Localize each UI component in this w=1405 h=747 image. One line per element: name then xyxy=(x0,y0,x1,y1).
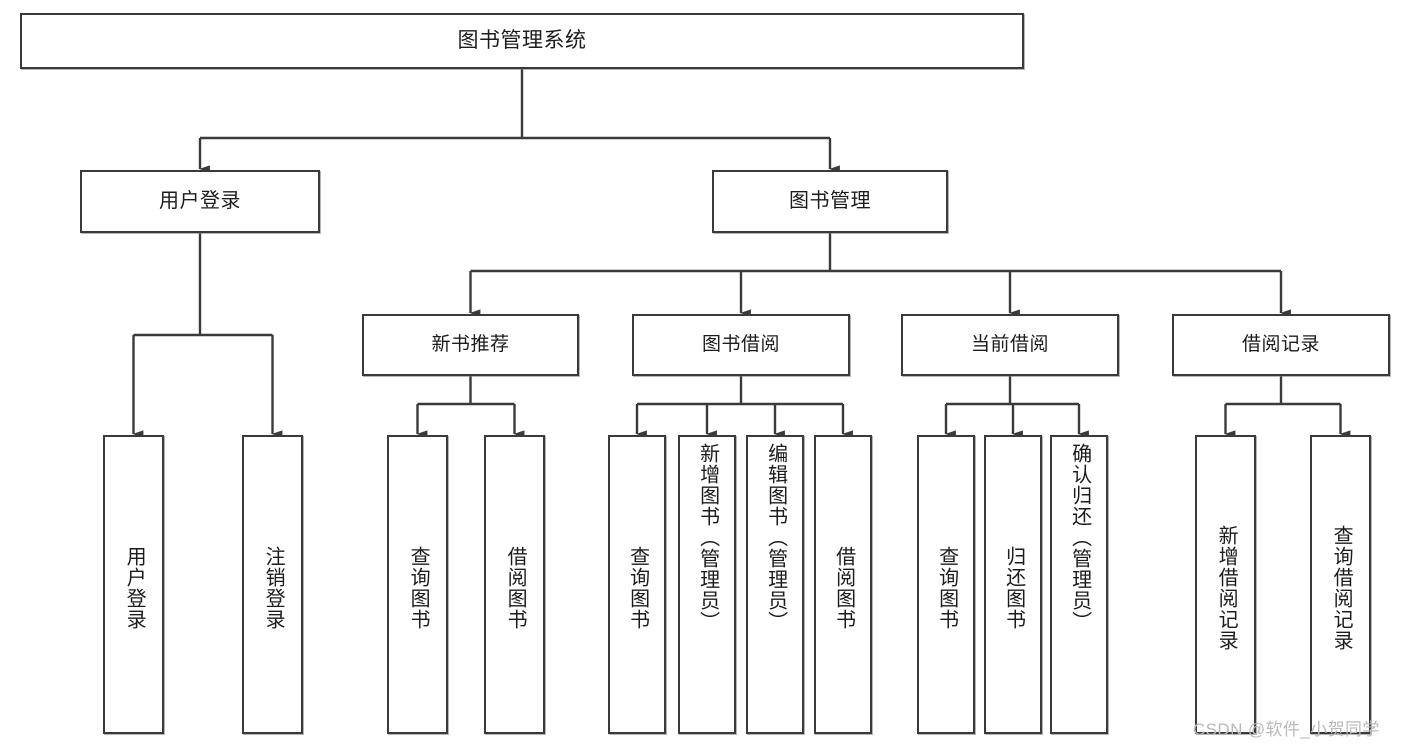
node-leaf-add-record[interactable]: 新增借阅记录 xyxy=(1195,435,1256,734)
node-leaf-borrow-book-2[interactable]: 借阅图书 xyxy=(814,435,872,734)
node-leaf-return-book[interactable]: 归还图书 xyxy=(984,435,1042,734)
node-book-borrow[interactable]: 图书借阅 xyxy=(632,314,850,376)
node-label: 查询图书 xyxy=(626,545,649,630)
node-new-book-recommend[interactable]: 新书推荐 xyxy=(362,314,579,376)
node-leaf-query-record[interactable]: 查询借阅记录 xyxy=(1310,435,1371,734)
node-label: 编辑图书（管理员） xyxy=(764,443,787,632)
node-label: 图书借阅 xyxy=(701,333,780,355)
node-leaf-edit-book[interactable]: 编辑图书（管理员） xyxy=(746,435,804,734)
node-label: 用户登录 xyxy=(123,545,146,630)
node-label: 新增借阅记录 xyxy=(1215,524,1238,651)
node-label: 新书推荐 xyxy=(431,333,510,355)
node-user-login[interactable]: 用户登录 xyxy=(80,170,320,233)
watermark: CSDN @软件_小贺同学 xyxy=(1193,720,1380,739)
node-label: 归还图书 xyxy=(1002,545,1025,630)
node-label: 确认归还（管理员） xyxy=(1068,443,1091,632)
node-label: 查询图书 xyxy=(935,545,958,630)
node-label: 注销登录 xyxy=(262,545,285,630)
node-leaf-logout[interactable]: 注销登录 xyxy=(242,435,303,734)
node-leaf-query-book-1[interactable]: 查询图书 xyxy=(387,435,448,734)
node-leaf-borrow-book-1[interactable]: 借阅图书 xyxy=(484,435,545,734)
node-leaf-query-book-3[interactable]: 查询图书 xyxy=(917,435,975,734)
node-borrow-record[interactable]: 借阅记录 xyxy=(1172,314,1390,376)
node-label: 当前借阅 xyxy=(970,333,1049,355)
node-leaf-add-book[interactable]: 新增图书（管理员） xyxy=(678,435,736,734)
node-root[interactable]: 图书管理系统 xyxy=(20,13,1024,69)
node-label: 借阅记录 xyxy=(1241,333,1320,355)
node-label: 查询借阅记录 xyxy=(1330,524,1353,651)
node-current-borrow[interactable]: 当前借阅 xyxy=(901,314,1119,376)
node-label: 借阅图书 xyxy=(504,545,527,630)
node-leaf-user-login[interactable]: 用户登录 xyxy=(103,435,164,734)
node-leaf-query-book-2[interactable]: 查询图书 xyxy=(608,435,666,734)
node-book-management[interactable]: 图书管理 xyxy=(712,170,948,233)
node-label: 图书管理 xyxy=(789,189,871,212)
node-label: 新增图书（管理员） xyxy=(696,443,719,632)
node-leaf-confirm-return[interactable]: 确认归还（管理员） xyxy=(1050,435,1108,734)
node-label: 用户登录 xyxy=(159,189,241,212)
node-label: 图书管理系统 xyxy=(457,28,587,52)
node-label: 借阅图书 xyxy=(832,545,855,630)
node-label: 查询图书 xyxy=(407,545,430,630)
